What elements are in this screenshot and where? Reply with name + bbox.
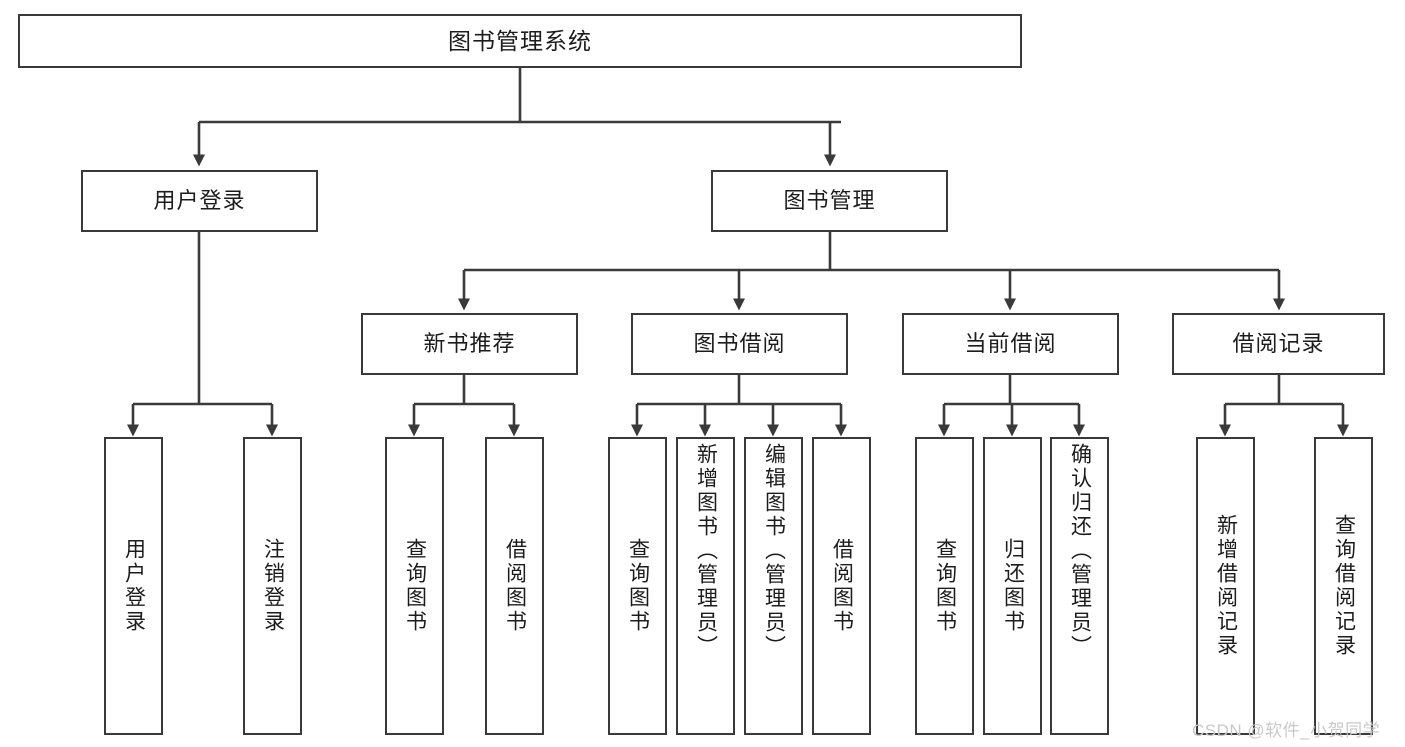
leaf-query-book-current[interactable]: 查询图书 (915, 437, 974, 735)
leaf-edit-book-admin[interactable]: 编辑图书（管理员） (744, 437, 803, 735)
leaf-return-book[interactable]: 归还图书 (983, 437, 1042, 735)
node-label: 借阅图书 (830, 538, 854, 634)
node-current-borrow[interactable]: 当前借阅 (902, 313, 1119, 375)
node-label: 用户登录 (153, 188, 246, 214)
leaf-query-book-recommend[interactable]: 查询图书 (385, 437, 444, 735)
node-new-book-recommend[interactable]: 新书推荐 (361, 313, 578, 375)
leaf-borrow-book[interactable]: 借阅图书 (812, 437, 871, 735)
edges-borrowrecord-to-leaves (1219, 375, 1349, 437)
node-book-management[interactable]: 图书管理 (711, 170, 948, 232)
node-label: 图书管理 (783, 188, 876, 214)
node-label: 新书推荐 (423, 331, 516, 357)
node-user-login[interactable]: 用户登录 (81, 170, 318, 232)
node-label: 图书借阅 (693, 331, 786, 357)
node-label: 归还图书 (1001, 538, 1025, 634)
node-label: 确认归还（管理员） (1068, 443, 1092, 659)
node-label: 借阅记录 (1232, 331, 1325, 357)
node-label: 图书管理系统 (448, 27, 592, 54)
leaf-add-borrow-record[interactable]: 新增借阅记录 (1196, 437, 1255, 735)
node-label: 用户登录 (122, 538, 146, 634)
node-label: 当前借阅 (964, 331, 1057, 357)
node-label: 借阅图书 (503, 538, 527, 634)
leaf-query-borrow-record[interactable]: 查询借阅记录 (1314, 437, 1373, 735)
node-label: 新增图书（管理员） (694, 443, 718, 659)
leaf-add-book-admin[interactable]: 新增图书（管理员） (676, 437, 735, 735)
node-label: 新增借阅记录 (1214, 514, 1238, 658)
leaf-user-login[interactable]: 用户登录 (104, 437, 163, 735)
edges-currentborrow-to-leaves (938, 375, 1085, 437)
edges-userlogin-to-leaves (127, 232, 278, 437)
node-root-system[interactable]: 图书管理系统 (18, 14, 1022, 68)
node-label: 编辑图书（管理员） (762, 443, 786, 659)
edges-newbook-to-leaves (408, 375, 520, 437)
edges-root-to-level2 (193, 68, 841, 167)
leaf-borrow-book-recommend[interactable]: 借阅图书 (485, 437, 544, 735)
node-label: 查询借阅记录 (1332, 514, 1356, 658)
node-label: 注销登录 (261, 538, 285, 634)
node-label: 查询图书 (403, 538, 427, 634)
watermark-text: CSDN @软件_小贺同学 (1192, 721, 1381, 740)
leaf-query-book-borrow[interactable]: 查询图书 (608, 437, 667, 735)
node-book-borrow[interactable]: 图书借阅 (631, 313, 848, 375)
edges-booksmgmt-to-level3 (458, 232, 1285, 311)
leaf-logout-login[interactable]: 注销登录 (243, 437, 302, 735)
node-label: 查询图书 (626, 538, 650, 634)
edges-bookborrow-to-leaves (631, 375, 847, 437)
node-borrow-record[interactable]: 借阅记录 (1172, 313, 1385, 375)
node-label: 查询图书 (933, 538, 957, 634)
leaf-confirm-return-admin[interactable]: 确认归还（管理员） (1050, 437, 1109, 735)
